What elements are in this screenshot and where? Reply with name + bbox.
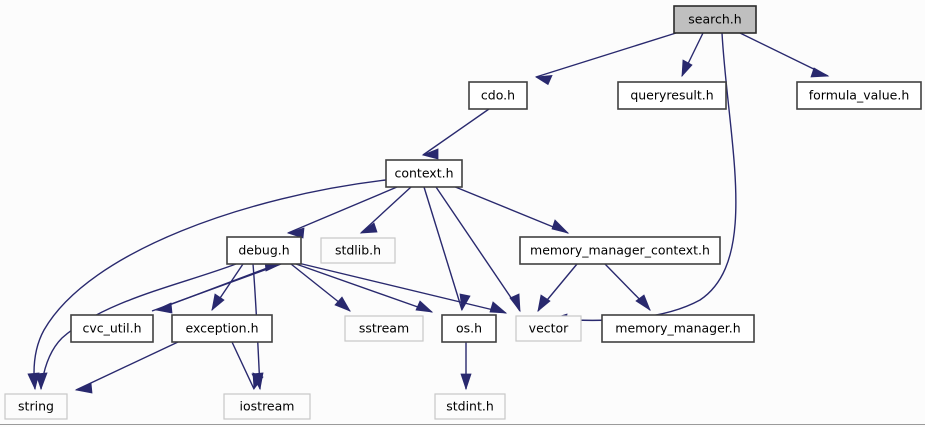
arrowhead-icon [359, 222, 378, 234]
edge-line [33, 179, 387, 390]
node-box[interactable] [468, 81, 528, 110]
node-memory_manager[interactable]: memory_manager.h [601, 314, 755, 343]
node-formula_value[interactable]: formula_value.h [796, 81, 922, 110]
node-cdo[interactable]: cdo.h [468, 81, 528, 110]
edge-line [422, 108, 490, 156]
node-box[interactable] [223, 393, 311, 420]
arrowhead-icon [334, 296, 351, 312]
edge-search-to-formula_value [739, 32, 830, 78]
edge-os-to-stdint [460, 342, 472, 391]
node-search[interactable]: search.h [673, 5, 757, 34]
arrowhead-icon [537, 294, 551, 313]
node-vector[interactable]: vector [515, 315, 582, 342]
edge-line [231, 341, 255, 390]
arrowhead-icon [421, 148, 439, 160]
node-box[interactable] [601, 314, 755, 343]
arrowhead-icon [35, 372, 48, 391]
node-box[interactable] [515, 315, 582, 342]
node-stdlib[interactable]: stdlib.h [320, 237, 396, 264]
node-box[interactable] [617, 81, 727, 110]
node-cvc_util[interactable]: cvc_util.h [70, 314, 154, 343]
node-box[interactable] [434, 393, 506, 420]
node-stdint[interactable]: stdint.h [434, 393, 506, 420]
edge-context-to-stdlib [359, 186, 412, 234]
arrowhead-icon [460, 373, 472, 391]
edge-context-to-vector [435, 186, 521, 313]
node-iostream[interactable]: iostream [223, 393, 311, 420]
node-box[interactable] [320, 237, 396, 264]
node-box[interactable] [385, 159, 463, 188]
arrowhead-icon [252, 372, 264, 391]
node-box[interactable] [344, 315, 424, 342]
edge-debug-to-sstream [290, 263, 351, 312]
arrowhead-icon [74, 382, 93, 394]
edge-exception-to-iostream [231, 341, 264, 391]
node-context[interactable]: context.h [385, 159, 463, 188]
node-memory_manager_context[interactable]: memory_manager_context.h [519, 236, 721, 265]
node-box[interactable] [673, 5, 757, 34]
edge-search-to-cdo [534, 32, 677, 86]
edge-search-to-vector [549, 32, 737, 325]
edge-debug-to-vector [297, 262, 508, 314]
arrowhead-icon [286, 227, 305, 239]
edge-context-to-memory_manager_context [447, 183, 570, 234]
node-box[interactable] [226, 236, 302, 265]
node-debug[interactable]: debug.h [226, 236, 302, 265]
arrowhead-icon [635, 294, 651, 312]
edge-line [295, 263, 433, 313]
edge-context-to-string [27, 179, 387, 391]
edge-context-to-debug [286, 186, 398, 239]
edge-line [423, 186, 463, 311]
node-string[interactable]: string [4, 393, 68, 420]
edge-cdo-to-context [421, 108, 490, 160]
arrowhead-icon [415, 300, 434, 313]
node-queryresult[interactable]: queryresult.h [617, 81, 727, 110]
edge-line [297, 262, 507, 314]
edge-line [447, 183, 569, 234]
edge-line [360, 186, 412, 234]
edge-debug-to-exception [211, 263, 244, 312]
edge-line [287, 186, 398, 234]
arrowhead-icon [509, 293, 521, 313]
edge-line [550, 32, 737, 322]
edge-layer [27, 32, 830, 394]
edge-context-to-os [423, 186, 471, 312]
edge-search-to-queryresult [681, 32, 704, 78]
edge-memory_manager_context-to-vector [537, 263, 578, 313]
arrowhead-icon [489, 301, 508, 314]
node-box[interactable] [441, 314, 497, 343]
arrowhead-icon [810, 67, 830, 78]
node-layer: search.h cdo.h queryresult.h formula_value.… [4, 5, 922, 420]
node-box[interactable] [171, 314, 273, 343]
arrowhead-icon [681, 59, 693, 78]
arrowhead-icon [211, 293, 225, 312]
node-exception[interactable]: exception.h [171, 314, 273, 343]
edge-memory_manager_context-to-memory_manager [604, 263, 651, 312]
node-box[interactable] [70, 314, 154, 343]
arrowhead-icon [551, 219, 570, 234]
node-os[interactable]: os.h [441, 314, 497, 343]
node-sstream[interactable]: sstream [344, 315, 424, 342]
edge-line [535, 32, 677, 78]
edge-line [435, 186, 521, 312]
edge-exception-to-string [74, 341, 179, 394]
edge-line [75, 341, 179, 391]
node-box[interactable] [4, 393, 68, 420]
node-box[interactable] [519, 236, 721, 265]
node-box[interactable] [796, 81, 922, 110]
arrowhead-icon [27, 372, 40, 391]
arrowhead-icon [534, 75, 553, 86]
edge-line [151, 263, 282, 312]
edge-debug-to-os [295, 263, 434, 313]
